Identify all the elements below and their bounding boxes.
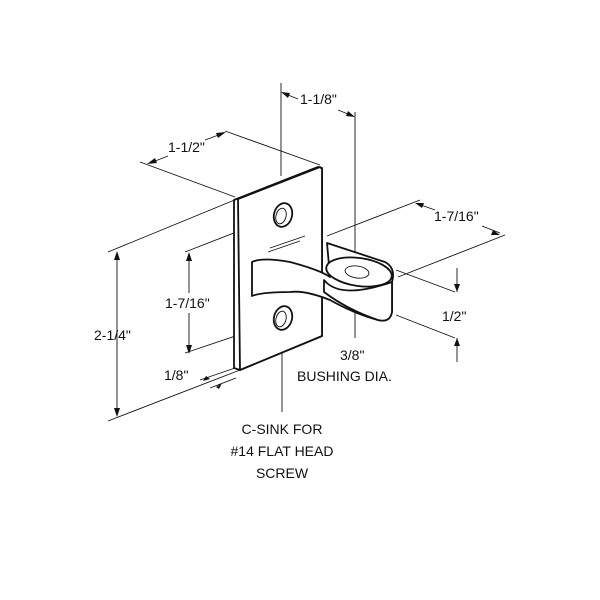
- dim-boss-height: 1/2": [442, 308, 466, 324]
- dim-plate-thickness: 1/8": [164, 367, 188, 383]
- dim-hole-spacing: 1-7/16": [165, 295, 210, 311]
- note-csink-3: SCREW: [256, 465, 309, 481]
- dim-overall-height: 2-1/4": [94, 327, 131, 343]
- note-csink-2: #14 FLAT HEAD: [231, 443, 334, 459]
- dimension-lines: [107, 83, 506, 422]
- dim-plate-width: 1-1/2": [168, 139, 205, 155]
- dim-arm-offset: 1-1/8": [300, 91, 337, 107]
- screw-hole-upper: [272, 202, 294, 228]
- screw-hole-lower: [272, 305, 294, 331]
- note-csink-1: C-SINK FOR: [242, 421, 323, 437]
- arm-and-boss: [251, 242, 394, 322]
- note-bushing: BUSHING DIA.: [297, 368, 392, 384]
- dim-arm-length: 1-7/16": [434, 208, 479, 224]
- dim-bushing: 3/8": [340, 347, 364, 363]
